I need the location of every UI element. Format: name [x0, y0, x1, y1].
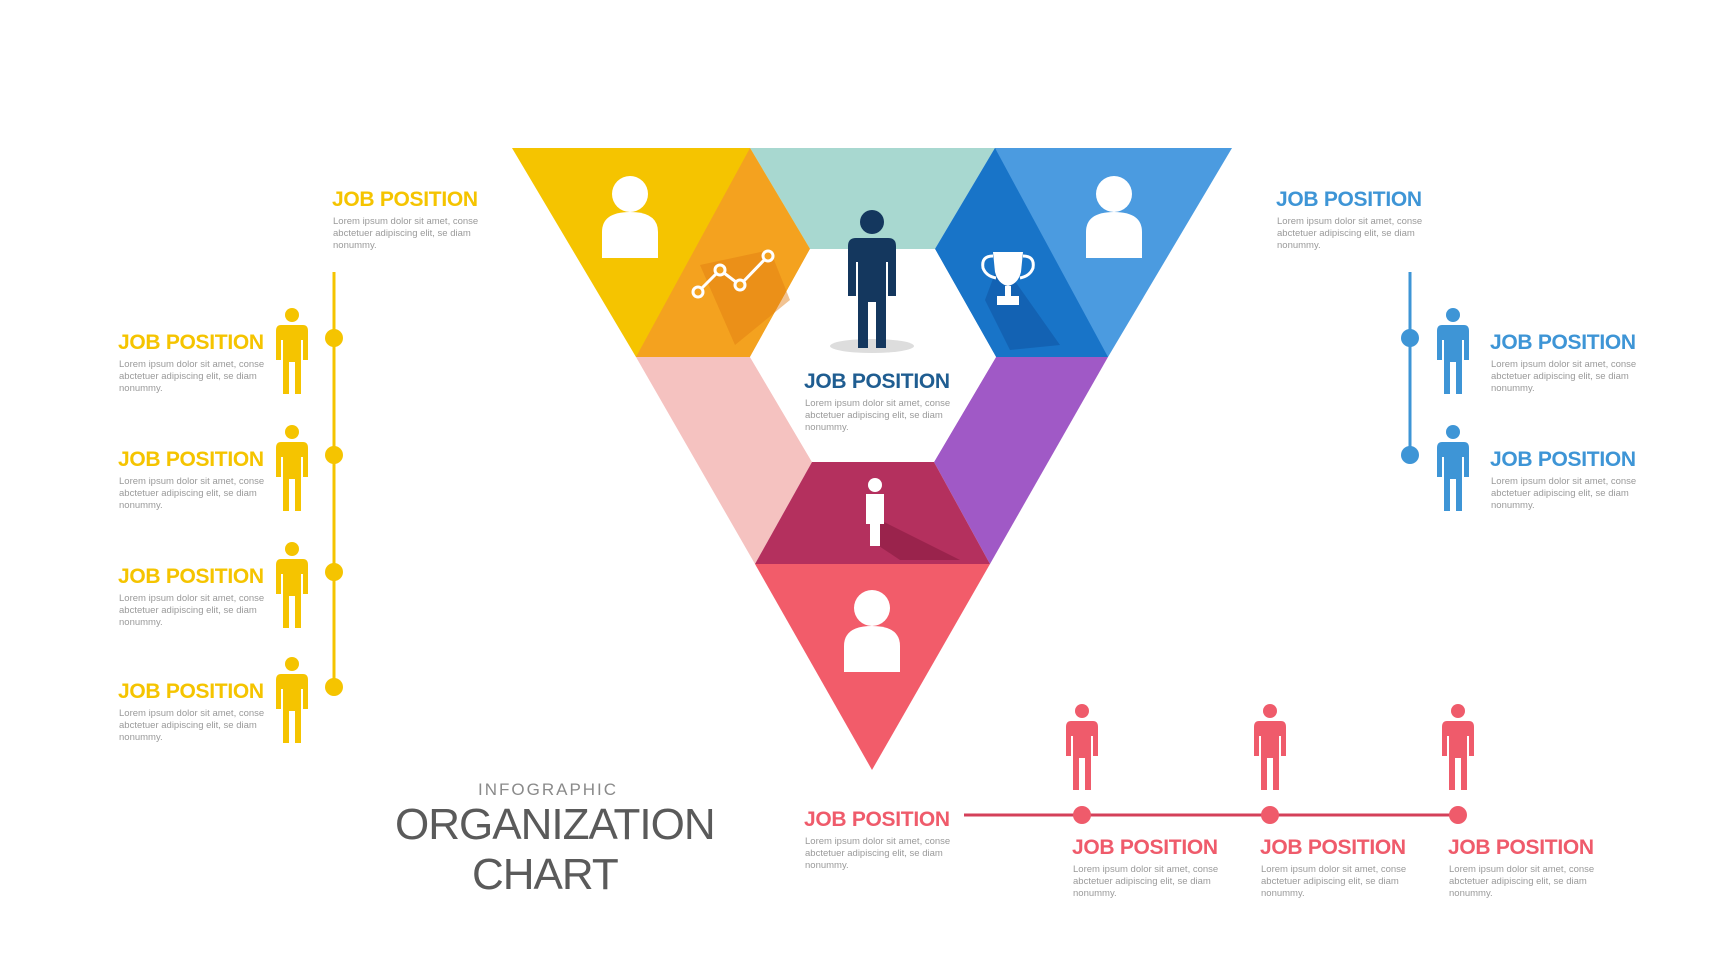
person-bust-icon: [844, 590, 900, 672]
yellow-node: [325, 329, 343, 347]
segment-top-left-inner: [636, 148, 810, 357]
red-node: [1449, 806, 1467, 824]
segment-top-center: [750, 148, 995, 249]
figure-shadow: [870, 520, 960, 560]
person-icon: [1254, 704, 1286, 790]
red-head-label: JOB POSITION: [804, 808, 950, 831]
red-node: [1261, 806, 1279, 824]
person-icon: [276, 308, 308, 394]
person-icon: [1442, 704, 1474, 790]
page-title-line1: ORGANIZATION: [395, 800, 716, 849]
red-member-label: JOB POSITION: [1448, 836, 1594, 859]
page-title-line2: CHART: [472, 850, 619, 899]
segment-right-side: [934, 357, 1108, 564]
yellow-node: [325, 446, 343, 464]
yellow-node: [325, 678, 343, 696]
blue-member-label: JOB POSITION: [1490, 331, 1636, 354]
yellow-member-label: JOB POSITION: [118, 448, 264, 471]
blue-head-label: JOB POSITION: [1276, 188, 1422, 211]
person-icon: [1437, 425, 1469, 511]
red-member-label: JOB POSITION: [1072, 836, 1218, 859]
person-icon: [276, 542, 308, 628]
yellow-head-label: JOB POSITION: [332, 188, 478, 211]
person-icon: [276, 425, 308, 511]
red-member-label: JOB POSITION: [1260, 836, 1406, 859]
person-icon: [1066, 704, 1098, 790]
yellow-member-label: JOB POSITION: [118, 565, 264, 588]
person-bust-icon: [602, 176, 658, 258]
title-kicker: INFOGRAPHIC: [478, 780, 619, 799]
yellow-member-label: JOB POSITION: [118, 680, 264, 703]
yellow-node: [325, 563, 343, 581]
blue-node: [1401, 329, 1419, 347]
red-node: [1073, 806, 1091, 824]
blue-member-label: JOB POSITION: [1490, 448, 1636, 471]
segment-left-side: [636, 357, 812, 564]
center-job-label: JOB POSITION: [804, 370, 950, 393]
person-icon: [276, 657, 308, 743]
trophy-icon: [981, 252, 1035, 305]
person-icon: [1437, 308, 1469, 394]
person-bust-icon: [1086, 176, 1142, 258]
line-chart-icon: [691, 249, 775, 299]
center-hexagon: [750, 249, 996, 462]
blue-node: [1401, 446, 1419, 464]
person-icon: [866, 478, 884, 546]
yellow-member-label: JOB POSITION: [118, 331, 264, 354]
figure-floor-shadow: [830, 339, 914, 353]
person-icon: [848, 210, 896, 348]
